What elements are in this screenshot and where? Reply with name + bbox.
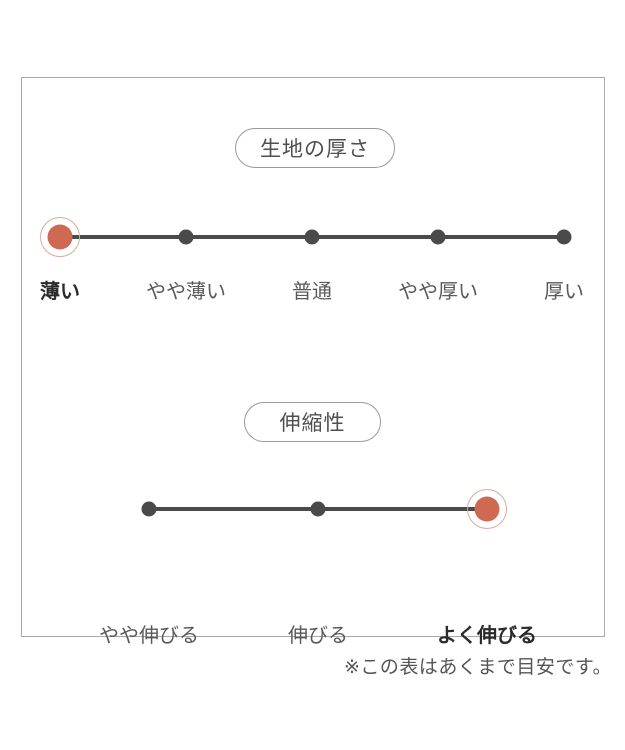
scale-tick-label: 薄い [40, 281, 80, 303]
scale-tick-label: 伸びる [288, 625, 348, 647]
scale-dot [178, 229, 194, 245]
stretch-scale-title: 伸縮性 [279, 412, 346, 435]
selected-value-dot [47, 224, 73, 250]
scale-tick-label: よく伸びる [437, 625, 537, 647]
thickness-scale-title-badge: 生地の厚さ [235, 128, 395, 168]
selected-value-marker [467, 489, 507, 529]
scale-tick-label: 厚い [544, 281, 584, 303]
scale-dot [310, 501, 326, 517]
scale-dot [556, 229, 572, 245]
thickness-scale-title: 生地の厚さ [260, 138, 370, 161]
scale-dot [430, 229, 446, 245]
scale-dot [304, 229, 320, 245]
selected-value-dot [474, 496, 500, 522]
disclaimer-note: ※この表はあくまで目安です。 [343, 657, 612, 678]
scale-tick-label: やや伸びる [99, 625, 199, 647]
scale-dot [141, 501, 157, 517]
scale-tick-label: 普通 [292, 281, 332, 303]
selected-value-marker [40, 217, 80, 257]
stretch-scale-title-badge: 伸縮性 [244, 402, 381, 442]
scale-tick-label: やや薄い [146, 281, 226, 303]
spec-panel: 生地の厚さ 薄い やや薄い 普通 やや厚い 厚い 伸縮性 やや伸びる 伸びる よ… [21, 77, 605, 647]
scale-tick-label: やや厚い [398, 281, 478, 303]
